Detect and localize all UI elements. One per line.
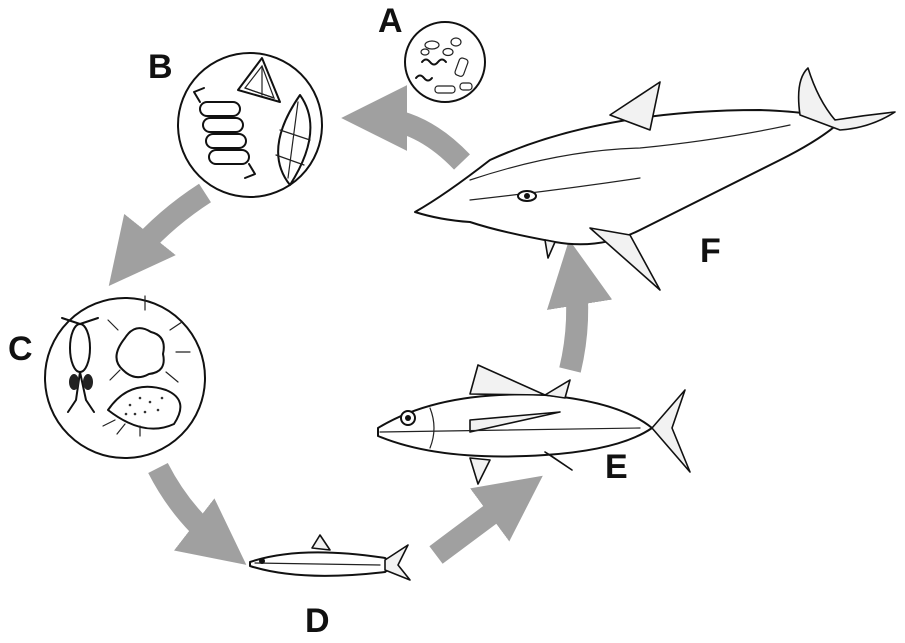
arrow-f-to-b	[341, 85, 470, 170]
bacteria-circle	[404, 21, 486, 103]
zooplankton-circle	[44, 295, 206, 459]
arrow-c-to-d	[148, 462, 247, 565]
small-fish	[249, 534, 411, 581]
label-f: F	[700, 232, 721, 270]
arrow-d-to-e	[429, 475, 543, 564]
phytoplankton-circle	[177, 52, 323, 198]
arrow-e-to-f	[546, 239, 613, 373]
label-e: E	[605, 448, 628, 486]
tuna-fish	[377, 364, 691, 485]
arrow-b-to-c	[108, 183, 211, 287]
flow-arrows	[108, 85, 613, 565]
label-a: A	[378, 2, 403, 40]
label-d: D	[305, 602, 330, 640]
dolphin	[414, 67, 896, 291]
label-c: C	[8, 330, 33, 368]
label-b: B	[148, 48, 173, 86]
